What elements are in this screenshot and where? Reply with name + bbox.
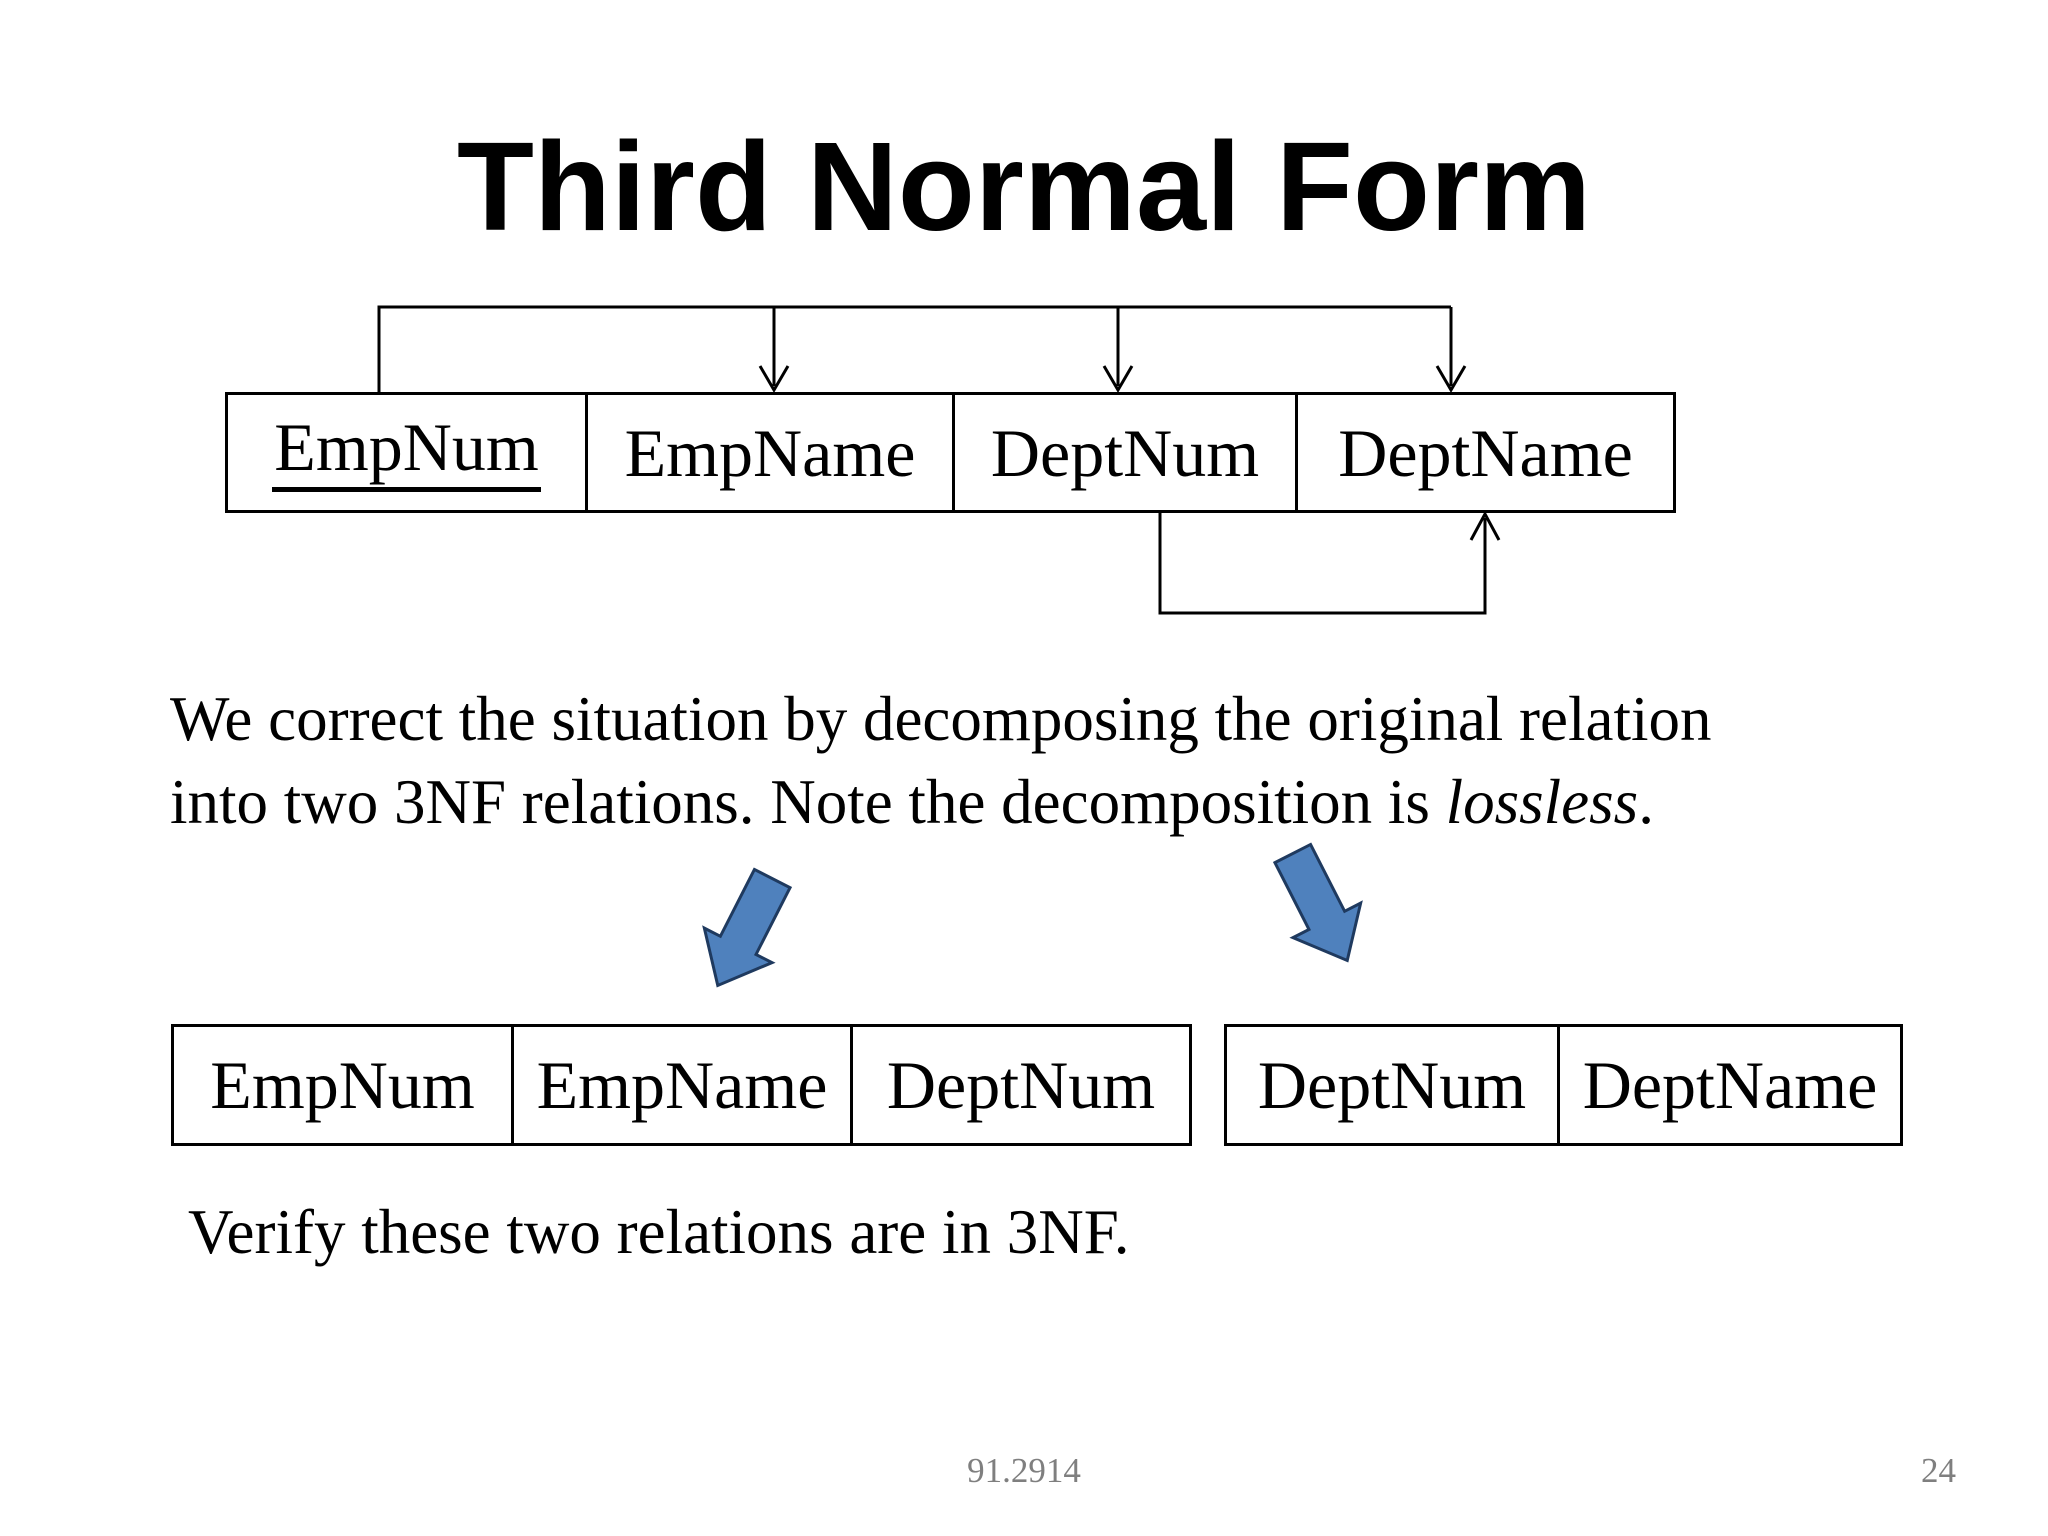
original-cell-empname: EmpName [585,395,952,510]
fd-loop-line [1158,513,1487,615]
original-relation-table: EmpNum EmpName DeptNum DeptName [225,392,1676,513]
paragraph-line1: We correct the situation by decomposing … [170,684,1712,754]
employee-cell-empname: EmpName [511,1027,850,1143]
original-cell-deptname: DeptName [1295,395,1673,510]
primary-key-label: EmpNum [272,413,541,492]
footer-page-number: 24 [1921,1451,1956,1490]
footer-course-code: 91.2914 [967,1451,1081,1490]
fd-arrowhead-deptname [1435,365,1467,393]
fd-loop-arrowhead [1469,510,1501,541]
original-cell-deptnum: DeptNum [952,395,1295,510]
employee-relation-table: EmpNum EmpName DeptNum [171,1024,1192,1146]
block-arrow-left [702,867,793,988]
employee-cell-deptnum: DeptNum [850,1027,1189,1143]
original-cell-empnum: EmpNum [228,395,585,510]
explanation-paragraph: We correct the situation by decomposing … [170,678,1711,844]
department-cell-deptnum: DeptNum [1257,1047,1527,1123]
department-relation-table: DeptNum DeptName [1224,1024,1903,1146]
fd-bracket-line [377,305,1451,392]
paragraph-line2: into two 3NF relations. Note the decompo… [170,767,1654,837]
lossless-italic: lossless [1445,767,1639,837]
fd-arrowhead-deptnum [1102,365,1134,393]
verify-text: Verify these two relations are in 3NF. [188,1197,1130,1267]
fd-arrowhead-empname [758,365,790,393]
slide-title: Third Normal Form [456,116,1592,257]
department-cell-deptname: DeptName [1557,1027,1900,1143]
employee-cell-empnum: EmpNum [210,1047,475,1123]
block-arrow-right [1272,842,1363,963]
